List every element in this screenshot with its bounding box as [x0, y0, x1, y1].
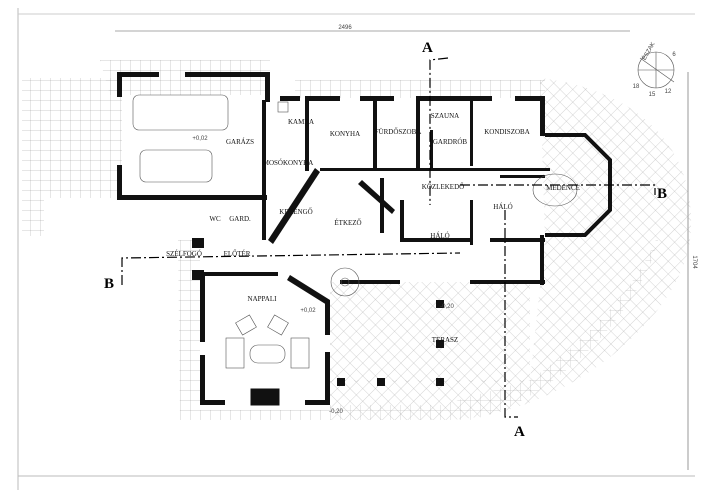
walls — [117, 72, 612, 406]
level-mark: -0,20 — [329, 409, 343, 415]
room-konyha: KONYHA — [330, 130, 360, 138]
room-kondiszoba: KONDISZOBA — [484, 128, 530, 136]
room-terasz: TERASZ — [432, 336, 458, 344]
room-gardrob: GARDRÓB — [433, 138, 468, 146]
furniture — [225, 101, 578, 386]
room-medence: MEDENCE — [546, 184, 580, 192]
dimension-width: 2496 — [115, 25, 630, 32]
room-szauna: SZAUNA — [431, 112, 459, 120]
room-halo-2: HÁLÓ — [430, 232, 449, 240]
room-mosokonyha: MOSÓKONYHA — [263, 159, 314, 167]
section-a: A A — [422, 40, 525, 440]
compass-mark: 18 — [633, 84, 640, 90]
section-b: B B — [104, 184, 667, 292]
compass-north-label: ÉSZAK — [641, 41, 657, 62]
compass-mark: 15 — [649, 92, 656, 98]
drawing-frame — [17, 8, 695, 490]
room-wc: WC — [209, 215, 221, 223]
level-mark: +0,02 — [300, 308, 316, 314]
dimension-height: 1704 — [687, 72, 697, 470]
room-garazs: GARÁZS — [226, 138, 254, 146]
section-a-top-label: A — [422, 40, 433, 56]
level-mark: -0,20 — [440, 304, 454, 310]
dimension-width-label: 2496 — [338, 25, 352, 31]
section-b-right-label: B — [657, 186, 667, 202]
room-nappali: NAPPALI — [248, 295, 278, 303]
room-eloter: ELŐTÉR — [224, 250, 251, 258]
section-b-left-label: B — [104, 276, 114, 292]
paving — [22, 60, 692, 420]
room-halo-1: HÁLÓ — [493, 203, 512, 211]
level-marks: +0,02 +0,02 -0,20 -0,20 — [192, 136, 454, 415]
dimension-height-label: 1704 — [691, 255, 697, 269]
room-szelfogo: SZÉLFOGÓ — [166, 250, 202, 258]
room-etkezo: ÉTKEZŐ — [334, 219, 361, 227]
room-labels: GARÁZS KAMRA KONYHA FÜRDŐSZOBA SZAUNA GA… — [166, 112, 580, 344]
room-furdoszoba: FÜRDŐSZOBA — [375, 128, 422, 136]
section-a-bottom-label: A — [514, 424, 525, 440]
level-mark: +0,02 — [192, 136, 208, 142]
north-compass: ÉSZAK 6 12 15 18 — [633, 41, 677, 98]
room-kerengo: KERENGŐ — [279, 208, 312, 216]
room-kamra: KAMRA — [288, 118, 314, 126]
room-kozlekedo: KÖZLEKEDŐ — [422, 183, 464, 191]
compass-mark: 6 — [672, 52, 676, 58]
room-gard: GARD. — [229, 215, 251, 223]
compass-mark: 12 — [665, 89, 672, 95]
garage-cars — [132, 94, 229, 183]
